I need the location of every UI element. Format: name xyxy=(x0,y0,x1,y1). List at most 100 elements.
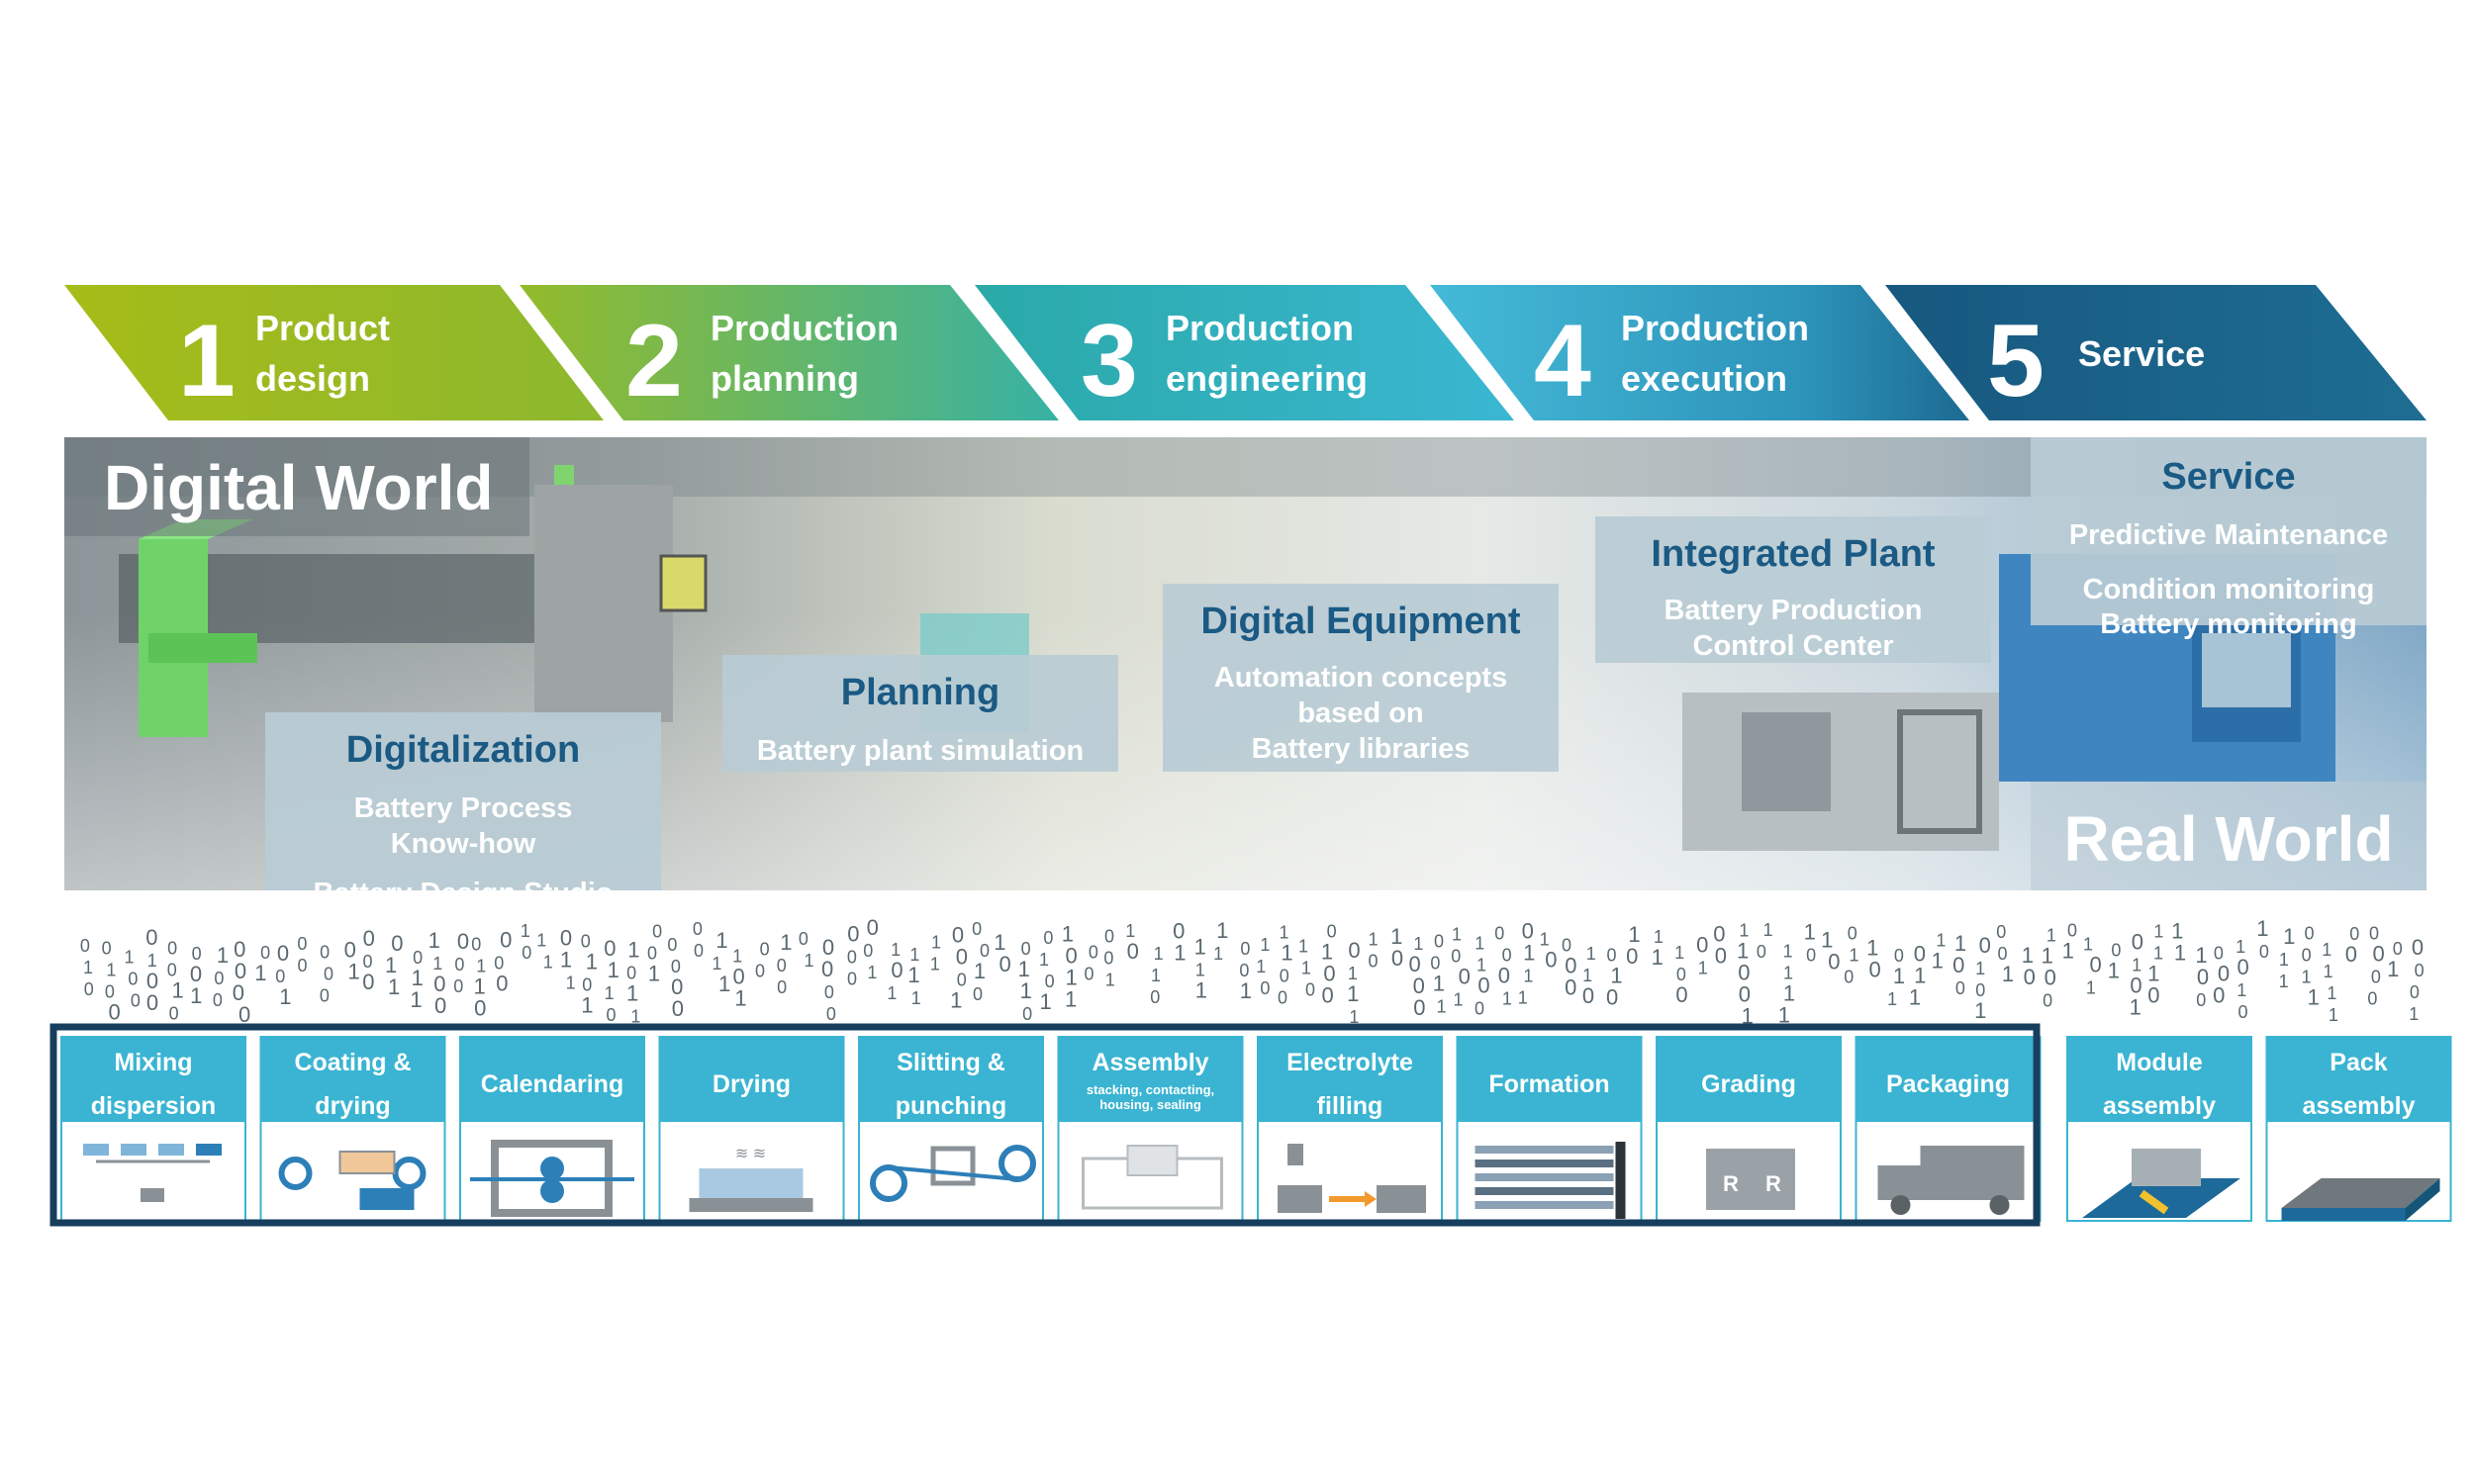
binary-digit: 0 xyxy=(109,1000,121,1025)
binary-digit: 1 xyxy=(1893,964,1905,988)
binary-digit: 0 xyxy=(1103,949,1113,969)
binary-digit: 0 xyxy=(1545,948,1557,973)
binary-digit: 0 xyxy=(1239,961,1249,980)
binary-digit: 1 xyxy=(718,972,730,996)
binary-digit: 1 xyxy=(867,963,877,982)
box-plant: Integrated Plant Battery Production Cont… xyxy=(1595,516,1991,663)
binary-digit: 1 xyxy=(2171,919,2183,944)
binary-digit: 1 xyxy=(2153,944,2163,964)
binary-digit: 1 xyxy=(1260,935,1270,955)
binary-digit: 1 xyxy=(2086,977,2096,997)
binary-digit: 0 xyxy=(1434,932,1444,952)
binary-digit: 1 xyxy=(1347,981,1359,1006)
binary-digit: 1 xyxy=(1195,978,1207,1003)
binary-digit: 1 xyxy=(931,932,941,952)
binary-digit: 0 xyxy=(867,915,879,940)
process-step-header xyxy=(659,1037,844,1122)
binary-digit: 0 xyxy=(2043,991,2052,1011)
binary-digit: 0 xyxy=(1562,935,1571,955)
binary-digit: 0 xyxy=(1565,953,1576,977)
binary-digit: 0 xyxy=(1127,939,1139,964)
binary-digit: 1 xyxy=(412,966,424,990)
binary-digit: 1 xyxy=(2174,941,2186,966)
binary-digit: 1 xyxy=(2308,985,2320,1010)
binary-digit: 0 xyxy=(1955,978,1965,998)
binary-digit: 0 xyxy=(1502,945,1512,965)
process-step: Coating &drying xyxy=(259,1036,446,1222)
binary-digit: 1 xyxy=(476,956,486,975)
binary-digit: 1 xyxy=(1974,998,1986,1023)
binary-digit: 0 xyxy=(1391,946,1403,971)
phase-label-4a: Production xyxy=(1621,308,1809,348)
binary-digit: 0 xyxy=(496,972,508,996)
phase-label-1b: design xyxy=(255,358,370,399)
green-machine-arm xyxy=(148,633,257,663)
binary-digit: 1 xyxy=(1909,984,1921,1009)
binary-digit: 0 xyxy=(2367,988,2377,1008)
binary-digit: 0 xyxy=(391,931,403,956)
box-digitalization-bg xyxy=(265,712,661,890)
binary-digit: 0 xyxy=(607,1005,617,1025)
binary-digit: 0 xyxy=(777,956,787,975)
binary-digit: 1 xyxy=(1654,927,1664,947)
screen-panel xyxy=(659,554,708,612)
binary-digit: 1 xyxy=(1062,921,1074,946)
binary-digit: 0 xyxy=(2393,939,2403,959)
binary-digit: 1 xyxy=(432,954,442,974)
binary-digit: 0 xyxy=(891,958,903,982)
phase-number-1: 1 xyxy=(178,304,236,418)
binary-digit: 0 xyxy=(1173,919,1185,944)
binary-digit: 0 xyxy=(2371,967,2381,986)
process-step-header xyxy=(260,1037,445,1122)
binary-digit: 0 xyxy=(146,969,158,993)
binary-digit: 0 xyxy=(1066,943,1078,968)
binary-digit: 0 xyxy=(131,991,141,1011)
binary-digit: 0 xyxy=(2237,1002,2247,1022)
binary-digit: 1 xyxy=(1281,941,1292,966)
binary-digit: 0 xyxy=(1451,946,1461,966)
binary-digit: 1 xyxy=(1887,989,1897,1009)
digital-world-label: Digital World xyxy=(104,452,493,523)
binary-digit: 0 xyxy=(760,939,770,959)
box-digitalization-line2: Know-how xyxy=(391,828,536,860)
binary-digit: 0 xyxy=(1413,974,1425,998)
binary-digit: 0 xyxy=(145,925,157,950)
binary-digit: 1 xyxy=(891,940,901,960)
process-step-header xyxy=(2067,1037,2251,1122)
binary-digit: 0 xyxy=(1738,960,1750,984)
binary-digit: 1 xyxy=(1850,946,1859,966)
binary-digit: 0 xyxy=(413,948,423,968)
phase-label-5a: Service xyxy=(2078,333,2205,374)
binary-digit: 0 xyxy=(626,963,636,982)
binary-digit: 1 xyxy=(1582,966,1592,985)
box-planning: Planning Battery plant simulation xyxy=(722,655,1118,772)
binary-digit: 0 xyxy=(1675,982,1687,1007)
phase-chevron-5 xyxy=(1885,285,2426,420)
binary-digit: 1 xyxy=(1039,950,1049,970)
binary-digit: 0 xyxy=(2302,946,2312,966)
binary-digit: 0 xyxy=(233,980,244,1005)
binary-digit: 0 xyxy=(213,990,223,1010)
binary-digit: 1 xyxy=(2283,924,2295,949)
binary-digit: 0 xyxy=(1952,953,1964,977)
binary-digit: 0 xyxy=(2197,965,2209,989)
binary-digit: 1 xyxy=(2327,983,2336,1003)
binary-digit: 0 xyxy=(2345,942,2357,967)
binary-digit: 0 xyxy=(671,957,681,976)
binary-digit: 0 xyxy=(824,982,834,1002)
process-step: Packaging xyxy=(1855,1036,2042,1222)
binary-digit: 0 xyxy=(821,957,833,981)
process-step-label: Pack xyxy=(2330,1049,2387,1076)
box-service-line3: Battery monitoring xyxy=(2100,608,2356,640)
binary-digit: 1 xyxy=(1065,965,1077,989)
box-digitalization-line3: Battery Design Studio xyxy=(314,878,614,909)
box-service: Service Predictive Maintenance Condition… xyxy=(2031,437,2426,640)
process-step-header xyxy=(61,1037,245,1122)
binary-digit: 1 xyxy=(2302,968,2312,987)
binary-digit: 0 xyxy=(2218,961,2230,985)
binary-digit: 0 xyxy=(973,984,983,1004)
binary-digit: 1 xyxy=(279,984,291,1009)
binary-digit: 0 xyxy=(500,928,512,953)
